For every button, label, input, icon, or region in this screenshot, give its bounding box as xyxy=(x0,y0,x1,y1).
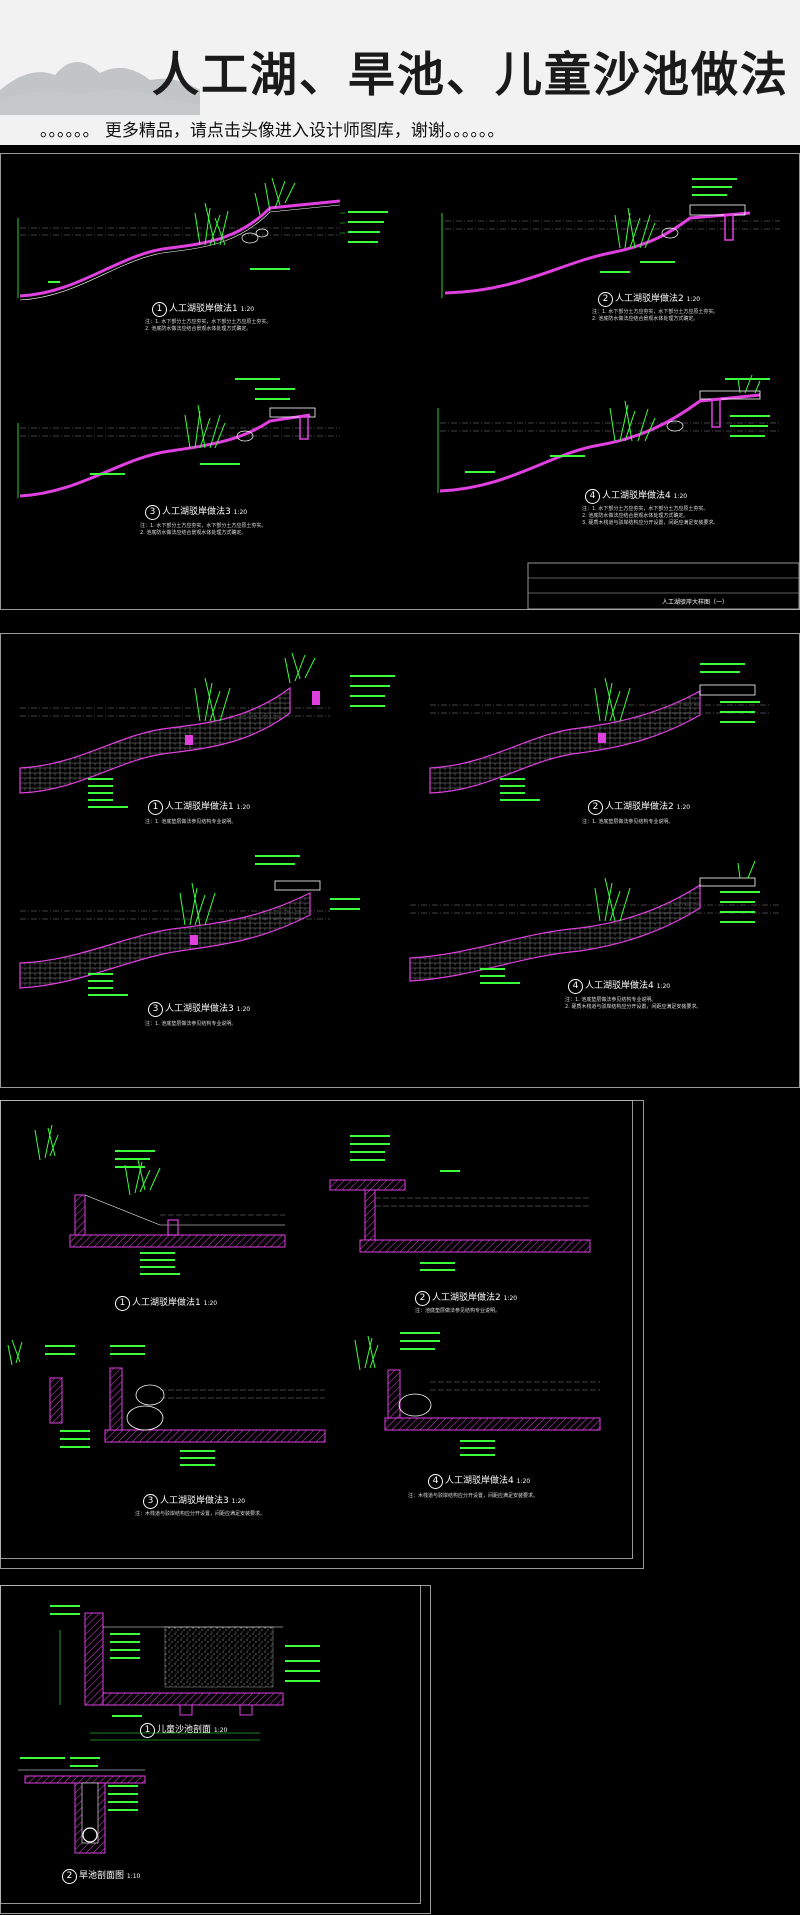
sheet-2-panel-1-notes: 注：1. 池底垫层做法参见结构专业说明。 xyxy=(145,819,237,825)
sheet-3-panel-3-notes: 注：木栈道与驳岸结构应分开设置，间距应满足安装要求。 xyxy=(135,1511,266,1517)
pool-section-3-2 xyxy=(329,1135,591,1271)
bank-section-4 xyxy=(437,374,780,493)
sheet-2-panel-3-notes: 注：1. 池底垫层做法参见结构专业说明。 xyxy=(145,1021,237,1027)
sheet-2-panel-4-notes: 注：1. 池底垫层做法参见结构专业说明。2. 硬质木栈道与驳岸结构应分开设置，间… xyxy=(565,997,702,1010)
sheet-1-panel-3-notes: 注：1. 水下部分土方应夯实，水下部分土方应原土夯实。2. 池底防水做法应结合景… xyxy=(140,523,267,536)
bank-section-2 xyxy=(441,178,780,298)
bank-section-3 xyxy=(17,378,340,498)
sheet-1-panel-2-notes: 注：1. 水下部分土方应夯实，水下部分土方应原土夯实。2. 池底防水做法应结合景… xyxy=(592,309,719,322)
bank-section-1 xyxy=(17,177,388,301)
bank-section-2-4 xyxy=(409,860,780,984)
bank-section-2-1 xyxy=(19,652,395,808)
sheet-1-drawing xyxy=(0,153,800,610)
sandpit-section xyxy=(50,1605,320,1741)
sheet-3-panel-4-notes: 注：木栈道与驳岸结构应分开设置，间距应满足安装要求。 xyxy=(408,1493,539,1499)
sheet-2-drawing xyxy=(0,633,800,1088)
pool-section-3-3 xyxy=(7,1339,326,1466)
sheet-3-panel-2-notes: 注：池底垫层做法参见结构专业说明。 xyxy=(415,1308,501,1314)
dry-pool-section xyxy=(18,1757,146,1854)
bank-section-2-2 xyxy=(429,663,770,801)
sheet-1-panel-1-notes: 注：1. 水下部分土方应夯实，水下部分土方应原土夯实。2. 池底防水做法应结合景… xyxy=(145,319,272,332)
sheet-1-titleblock: 人工湖驳岸大样图（一） xyxy=(662,599,729,606)
sheet-1-panel-4-notes: 注：1. 水下部分土方应夯实，水下部分土方应原土夯实。2. 池底防水做法应结合景… xyxy=(582,506,719,526)
pool-section-3-4 xyxy=(354,1332,601,1456)
page-subtitle: 。。。。。。 更多精品，请点击头像进入设计师图库，谢谢。。。。。。 xyxy=(40,121,505,141)
sheet-2-panel-2-notes: 注：1. 池底垫层做法参见结构专业说明。 xyxy=(582,819,674,825)
bank-section-2-3 xyxy=(19,855,360,996)
ink-mountain-decoration xyxy=(0,61,200,115)
sheet-3-drawing xyxy=(0,1100,644,1569)
sheet-4-drawing xyxy=(0,1585,431,1914)
page-title: 人工湖、旱池、儿童沙池做法 xyxy=(152,48,789,103)
page-header: 人工湖、旱池、儿童沙池做法 。。。。。。 更多精品，请点击头像进入设计师图库，谢… xyxy=(0,0,800,145)
pool-section-3-1 xyxy=(34,1124,286,1275)
